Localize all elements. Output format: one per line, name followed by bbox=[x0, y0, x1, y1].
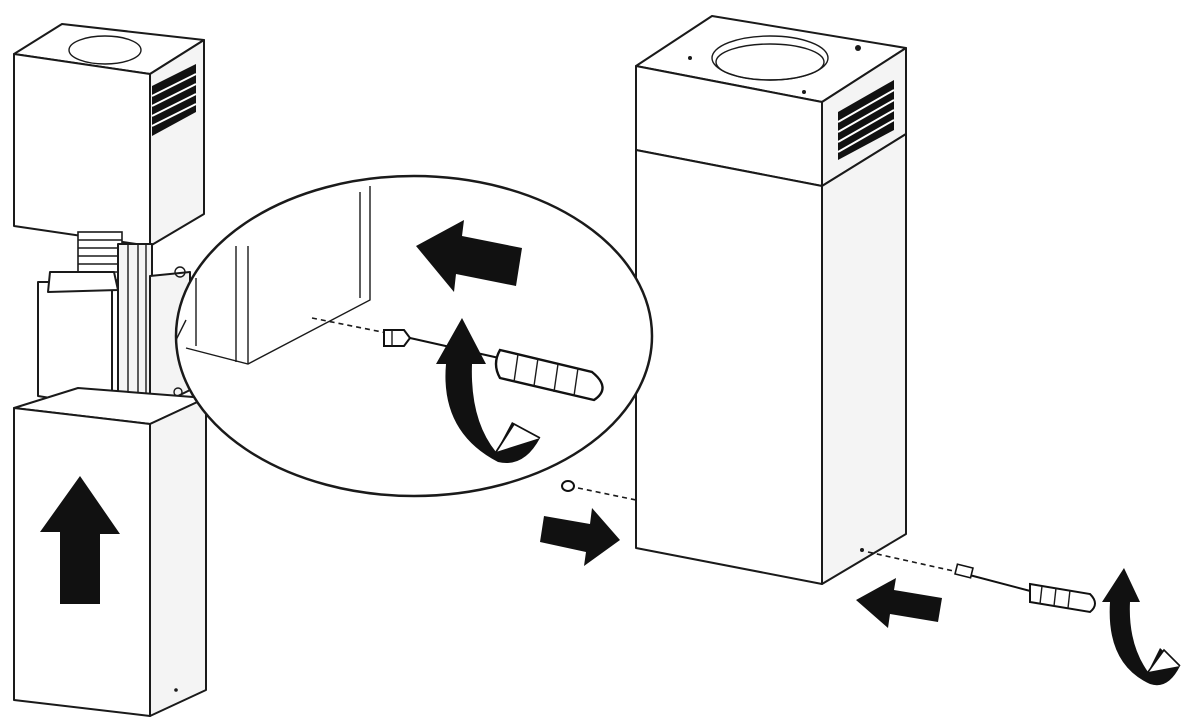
rotate-arrow-icon bbox=[1102, 568, 1181, 686]
upper-box-front bbox=[13, 53, 151, 247]
zoom-detail-circle bbox=[174, 174, 654, 498]
right-assembly bbox=[540, 15, 1181, 686]
lower-box-side bbox=[149, 397, 207, 717]
screw-icon bbox=[561, 480, 575, 492]
left-arrow-icon bbox=[856, 578, 942, 628]
vent-grille-right bbox=[837, 80, 895, 160]
detail-left-arrow-icon bbox=[416, 220, 522, 292]
detail-rotate-arrow-icon bbox=[436, 318, 541, 463]
detail-screw-icon bbox=[383, 329, 412, 347]
lower-section-front bbox=[635, 149, 823, 585]
vent-grille-left bbox=[151, 64, 197, 136]
screwdriver-icon bbox=[954, 563, 1096, 614]
upper-chimney-box bbox=[13, 23, 205, 247]
detail-screw-path bbox=[311, 317, 393, 335]
lower-chimney-box bbox=[13, 387, 207, 717]
zoom-circle-outline bbox=[174, 174, 654, 498]
zoom-connector bbox=[175, 319, 187, 341]
duct-opening bbox=[68, 35, 142, 65]
left-assembly bbox=[13, 23, 207, 717]
lower-section-side bbox=[821, 133, 907, 585]
screw-path-right bbox=[867, 551, 959, 573]
detail-box-corner bbox=[185, 186, 371, 365]
screw-path-left bbox=[577, 487, 637, 501]
right-arrow-icon bbox=[540, 508, 620, 566]
up-arrow-icon bbox=[40, 476, 120, 604]
